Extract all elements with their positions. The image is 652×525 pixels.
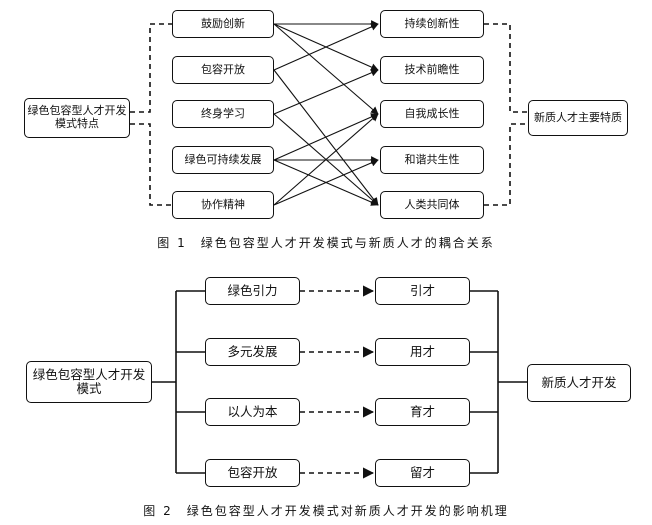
fig2-mechanism-box: 以人为本 [205, 398, 300, 426]
fig1-trait-box: 和谐共生性 [380, 146, 484, 174]
fig2-left-node: 绿色包容型人才开发 模式 [26, 361, 152, 403]
fig1-right-node: 新质人才主要特质 [528, 100, 628, 136]
fig1-right-bracket [484, 23, 528, 206]
fig2-outcome-box: 引才 [375, 277, 470, 305]
fig1-left-bracket [130, 23, 172, 206]
fig1-coupling-arrows [273, 20, 379, 206]
fig1-feature-box: 协作精神 [172, 191, 274, 219]
fig2-mechanism-box: 绿色引力 [205, 277, 300, 305]
fig2-outcome-box: 用才 [375, 338, 470, 366]
fig1-trait-box: 技术前瞻性 [380, 56, 484, 84]
fig1-feature-box: 包容开放 [172, 56, 274, 84]
fig2-mechanism-box: 包容开放 [205, 459, 300, 487]
fig1-feature-box: 终身学习 [172, 100, 274, 128]
fig2-right-bracket [470, 290, 527, 474]
fig1-trait-box: 人类共同体 [380, 191, 484, 219]
fig1-caption: 图 1 绿色包容型人才开发模式与新质人才的耦合关系 [157, 236, 495, 250]
fig2-outcome-box: 育才 [375, 398, 470, 426]
fig2-caption: 图 2 绿色包容型人才开发模式对新质人才开发的影响机理 [143, 504, 509, 518]
fig2-right-node: 新质人才开发 [527, 364, 631, 402]
fig1-trait-box: 持续创新性 [380, 10, 484, 38]
fig1-feature-box: 绿色可持续发展 [172, 146, 274, 174]
fig2-left-bracket [152, 290, 205, 474]
fig1-left-node: 绿色包容型人才开发 模式特点 [24, 98, 130, 138]
fig2-mechanism-box: 多元发展 [205, 338, 300, 366]
fig1-trait-box: 自我成长性 [380, 100, 484, 128]
fig2-outcome-box: 留才 [375, 459, 470, 487]
fig2-dashed-arrows [300, 285, 375, 479]
fig1-feature-box: 鼓励创新 [172, 10, 274, 38]
